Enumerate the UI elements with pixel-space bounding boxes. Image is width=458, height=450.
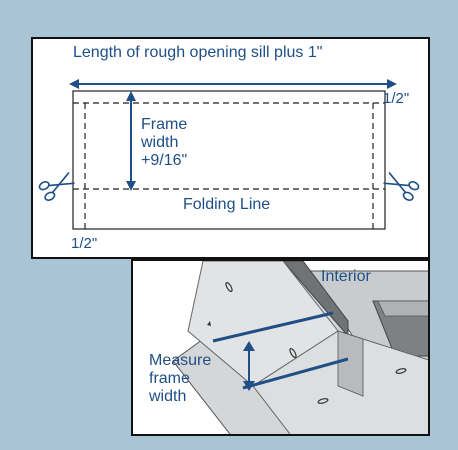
folding-line-label: Folding Line: [183, 196, 271, 213]
measure-arrow: [243, 341, 255, 391]
measure-lines: [212, 311, 349, 390]
interior-label: Interior: [321, 268, 371, 285]
dashed-guide-lines: [73, 102, 385, 229]
template-diagram-panel: Length of rough opening sill plus 1" 1/2…: [31, 37, 430, 259]
frame-width-label-line-3: +9/16": [141, 152, 188, 169]
measure-label-line-3: width: [149, 388, 187, 405]
measure-label-line-2: frame: [149, 370, 190, 387]
frame-width-label-line-1: Frame: [141, 116, 188, 133]
length-label: Length of rough opening sill plus 1": [73, 44, 323, 61]
measurement-diagram-panel: Interior Measure frame width: [131, 259, 430, 436]
frame-perspective-drawing: [172, 261, 428, 434]
frame-width-label-line-2: width: [141, 134, 179, 151]
template-sheet-outline: [72, 90, 386, 230]
measure-label-line-1: Measure: [149, 352, 212, 369]
template-drawing: [38, 79, 420, 230]
length-arrow: [69, 79, 397, 89]
scissors-icon: [38, 172, 75, 201]
scissors-icon: [383, 172, 420, 201]
frame-width-arrow: [126, 91, 136, 191]
bottom-margin-label: 1/2": [71, 235, 98, 252]
right-margin-label: 1/2": [383, 90, 410, 107]
